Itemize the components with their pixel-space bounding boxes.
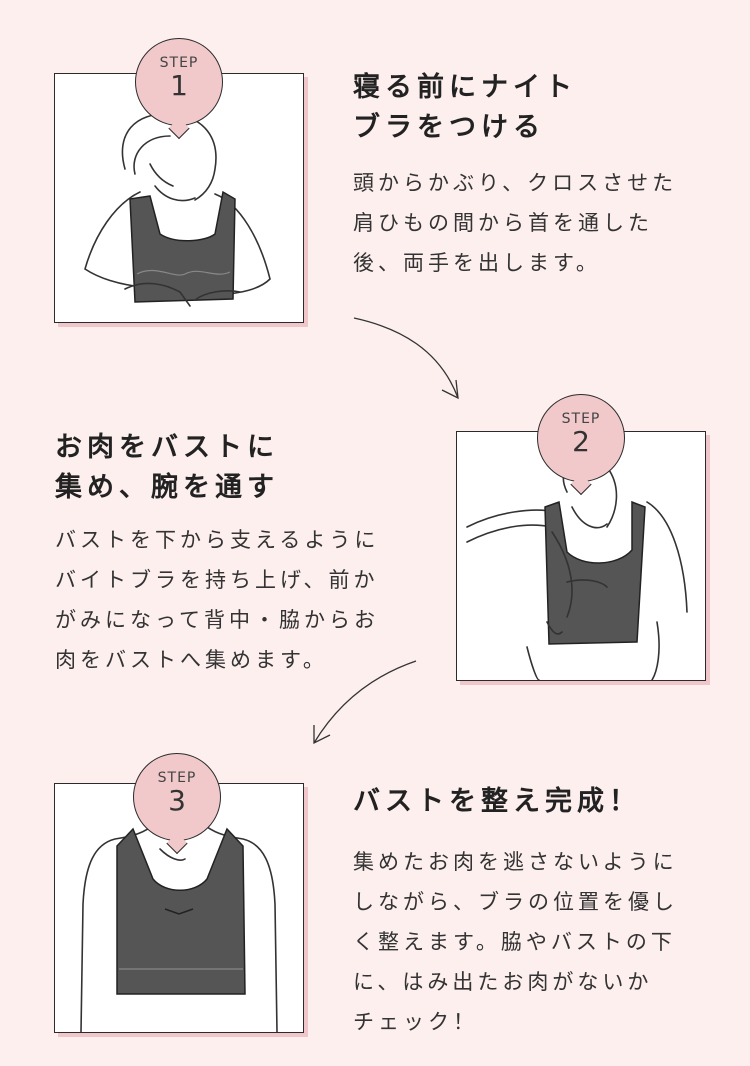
step1-badge: STEP 1 (135, 38, 223, 126)
bra-shape (544, 500, 646, 645)
step3-title: バストを整え完成！ (353, 786, 641, 817)
step2-description: バストを下から支えるように バイトブラを持ち上げ、前か がみになって背中・脇から… (55, 528, 380, 672)
step3-description: 集めたお肉を逃さないように しながら、ブラの位置を優し く整えます。脇やバストの… (353, 850, 678, 1034)
step-label: STEP (561, 411, 601, 427)
step1-description: 頭からかぶり、クロスさせた 肩ひもの間から首を通した 後、両手を出します。 (353, 171, 678, 275)
bra-shape (116, 827, 246, 995)
woman-putting-on-bra-illustration (84, 113, 271, 307)
step-number: 1 (170, 69, 188, 102)
step-label: STEP (157, 770, 197, 786)
step3-badge: STEP 3 (133, 753, 221, 841)
curved-arrow-icon (313, 660, 417, 745)
finished-bra-illustration (80, 823, 278, 1032)
step1-title: 寝る前にナイト ブラをつける (353, 72, 577, 143)
step-number: 2 (572, 425, 590, 458)
bra-shape (129, 190, 236, 303)
step-number: 3 (168, 784, 186, 817)
step2-badge: STEP 2 (537, 394, 625, 482)
step2-title: お肉をバストに 集め、腕を通す (55, 432, 279, 503)
step-label: STEP (159, 55, 199, 71)
curved-arrow-icon (353, 317, 459, 400)
